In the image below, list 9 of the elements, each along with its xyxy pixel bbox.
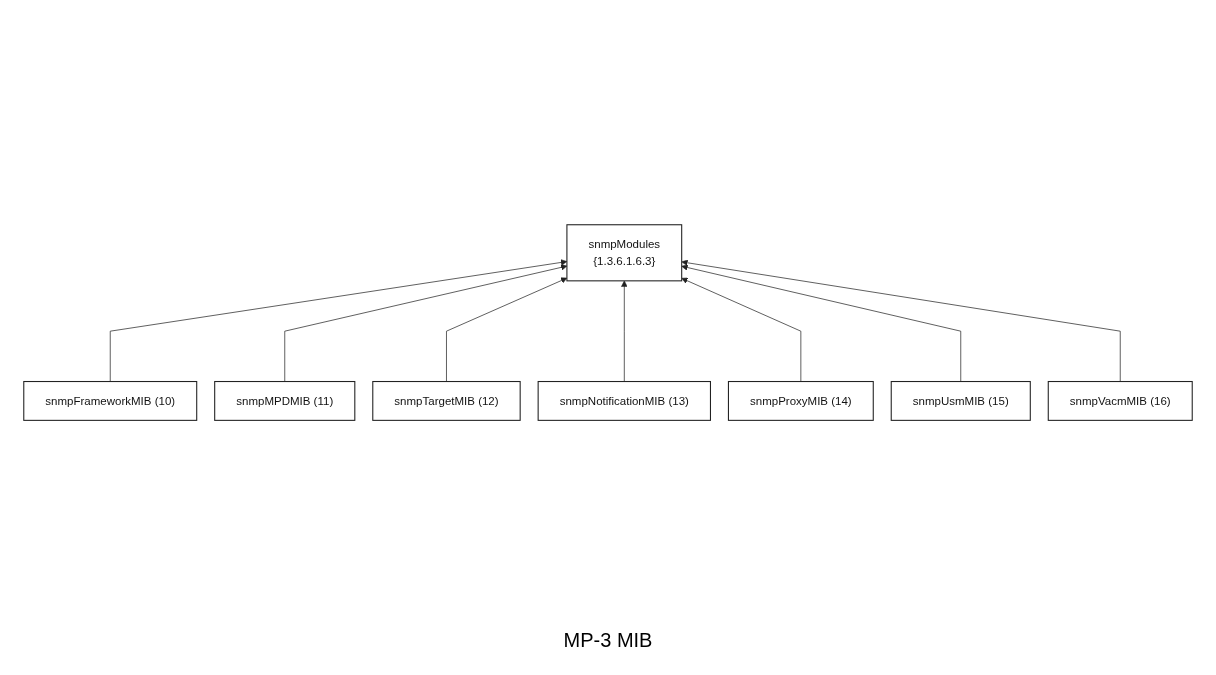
node-box: snmpVacmMIB (16) [1047,381,1193,422]
node-box: snmpNotificationMIB (13) [537,381,711,422]
node-box: snmpFrameworkMIB (10) [23,381,198,422]
node-box: snmpProxyMIB (14) [727,381,874,422]
node-box: snmpMPDMIB (11) [214,381,356,422]
node-box: snmpModules {1.3.6.1.6.3} [566,224,683,282]
node-box: snmpUsmMIB (15) [890,381,1031,422]
figure-caption: MP-3 MIB [563,629,653,652]
node-box: snmpTargetMIB (12) [372,381,521,422]
